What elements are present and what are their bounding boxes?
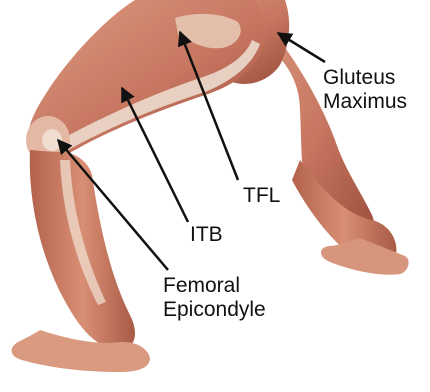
tfl-label: TFL <box>243 184 280 208</box>
itb-label: ITB <box>190 223 223 247</box>
gluteus-maximus-label: Gluteus Maximus <box>323 66 407 113</box>
femoral-epicondyle-label: Femoral Epicondyle <box>163 274 266 321</box>
